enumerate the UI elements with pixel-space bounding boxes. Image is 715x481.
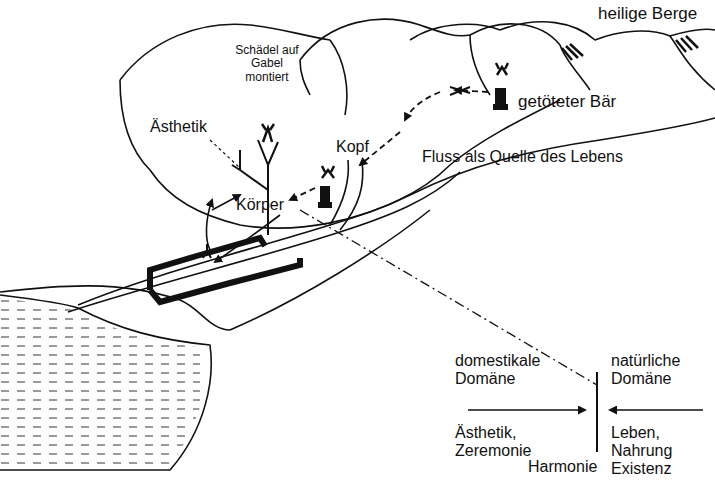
- harmony-label: Harmonie: [528, 458, 597, 476]
- body-label: Körper: [236, 196, 284, 214]
- bear-label: getöteter Bär: [518, 92, 616, 111]
- domain-note: Leben, Nahrung Existenz: [611, 424, 711, 478]
- river-label: Fluss als Quelle des Lebens: [422, 148, 623, 166]
- skull-label: Schädel auf Gabel montiert: [228, 44, 306, 84]
- head-label: Kopf: [336, 138, 369, 156]
- domain-label: domestikale Domäne: [455, 352, 565, 388]
- domain-note: Ästhetik, Zeremonie: [455, 424, 565, 460]
- domain-label: natürliche Domäne: [611, 352, 711, 388]
- mountain-label: heilige Berge: [598, 4, 697, 23]
- aesthetics-label: Ästhetik: [150, 118, 207, 136]
